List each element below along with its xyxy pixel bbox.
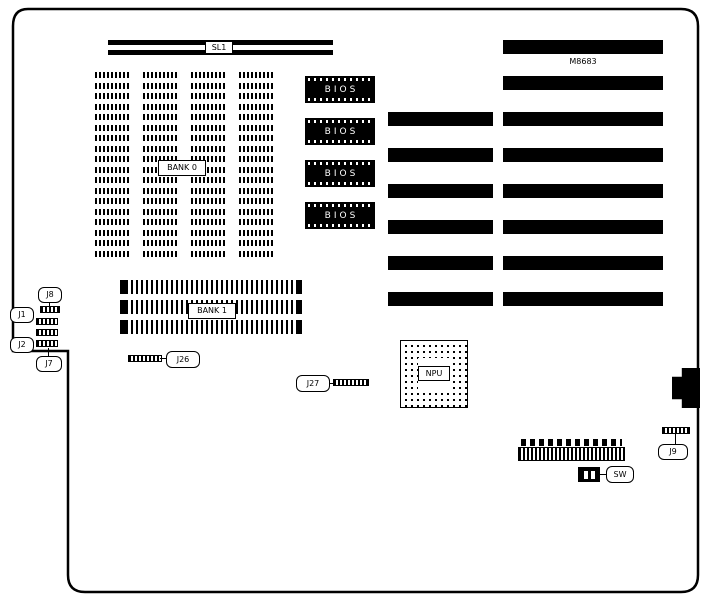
- j7-label: J7: [36, 356, 62, 372]
- dram-chip: [143, 135, 179, 152]
- dram-chip: [239, 72, 275, 89]
- j2-label: J2: [10, 337, 34, 353]
- pointer-line-sw: [599, 474, 606, 475]
- jumper-j2: [36, 340, 58, 347]
- dram-chip: [239, 177, 275, 194]
- dram-chip: [143, 93, 179, 110]
- jumper-j8: [40, 306, 60, 313]
- bios-chip-label: BIOS: [324, 84, 359, 95]
- multipin-connector: [518, 439, 625, 461]
- expansion-slot: [503, 76, 663, 90]
- bios-chip: BIOS: [305, 202, 375, 229]
- dram-chip: [191, 156, 227, 173]
- dram-chip: [95, 135, 131, 152]
- expansion-slot-extension: [388, 256, 493, 270]
- dram-chip: [239, 135, 275, 152]
- j27-label: J27: [296, 375, 330, 392]
- bios-chip: BIOS: [305, 160, 375, 187]
- expansion-slot-extension: [388, 220, 493, 234]
- dram-chip: [239, 93, 275, 110]
- dram-chip: [95, 72, 131, 89]
- dram-chip: [95, 219, 131, 236]
- expansion-slot-extension: [388, 148, 493, 162]
- expansion-slot: [503, 220, 663, 234]
- multipin-connector-comb: [518, 447, 625, 461]
- dram-chip: [239, 240, 275, 257]
- pointer-line-j8: [49, 302, 50, 307]
- pointer-line-j7: [48, 348, 49, 356]
- bios-chip-label: BIOS: [324, 126, 359, 137]
- dram-chip: [191, 240, 227, 257]
- expansion-slot: [503, 292, 663, 306]
- dram-chip: [95, 156, 131, 173]
- jumper-j26: [128, 355, 162, 362]
- dram-chip: [191, 135, 227, 152]
- bios-chip-label: BIOS: [324, 210, 359, 221]
- dram-chip: [95, 198, 131, 215]
- dram-chip: [143, 198, 179, 215]
- jumper-j27: [333, 379, 369, 386]
- pointer-line-j26: [160, 358, 168, 359]
- dram-chip: [191, 72, 227, 89]
- dram-chip: [95, 240, 131, 257]
- expansion-slot-extension: [388, 112, 493, 126]
- dip-switch-sw: [578, 467, 600, 482]
- dram-chip: [95, 93, 131, 110]
- expansion-slot: [503, 112, 663, 126]
- j26-label: J26: [166, 351, 200, 368]
- j8-label: J8: [38, 287, 62, 303]
- expansion-slot-extension: [388, 292, 493, 306]
- bios-chip: BIOS: [305, 118, 375, 145]
- dram-chip: [191, 177, 227, 194]
- bank0-label: BANK 0: [158, 160, 206, 176]
- dram-chip: [191, 114, 227, 131]
- expansion-slot: [503, 256, 663, 270]
- dram-chip: [95, 114, 131, 131]
- dram-grid: [95, 72, 275, 257]
- multipin-connector-pads: [521, 439, 622, 446]
- bank1-label: BANK 1: [188, 303, 236, 319]
- pointer-line-j27: [329, 383, 334, 384]
- jumper-mid: [36, 329, 58, 336]
- dram-chip: [239, 156, 275, 173]
- dram-chip: [239, 114, 275, 131]
- expansion-slot: [503, 184, 663, 198]
- dram-chip: [191, 198, 227, 215]
- simm-bank: [120, 280, 302, 334]
- dram-chip: [239, 219, 275, 236]
- j1-label: J1: [10, 307, 34, 323]
- npu-label: NPU: [418, 366, 450, 381]
- expansion-slot: [503, 40, 663, 54]
- slot-sl1-label: SL1: [205, 41, 233, 54]
- expansion-slot: [503, 148, 663, 162]
- dram-chip: [95, 177, 131, 194]
- simm-socket: [120, 280, 302, 294]
- pointer-line-j9: [675, 434, 676, 444]
- dram-chip: [143, 72, 179, 89]
- sw-label: SW: [606, 466, 634, 483]
- dram-chip: [143, 114, 179, 131]
- expansion-slot-extension: [388, 184, 493, 198]
- jumper-j1: [36, 318, 58, 325]
- dram-chip: [143, 240, 179, 257]
- bios-chip: BIOS: [305, 76, 375, 103]
- j9-label: J9: [658, 444, 688, 460]
- bios-chip-label: BIOS: [324, 168, 359, 179]
- dram-chip: [143, 219, 179, 236]
- dram-chip: [143, 177, 179, 194]
- board-model-label: M8683: [569, 57, 597, 66]
- jumper-j9: [662, 427, 690, 434]
- dram-chip: [239, 198, 275, 215]
- dram-chip: [191, 93, 227, 110]
- simm-socket: [120, 320, 302, 334]
- dram-chip: [191, 219, 227, 236]
